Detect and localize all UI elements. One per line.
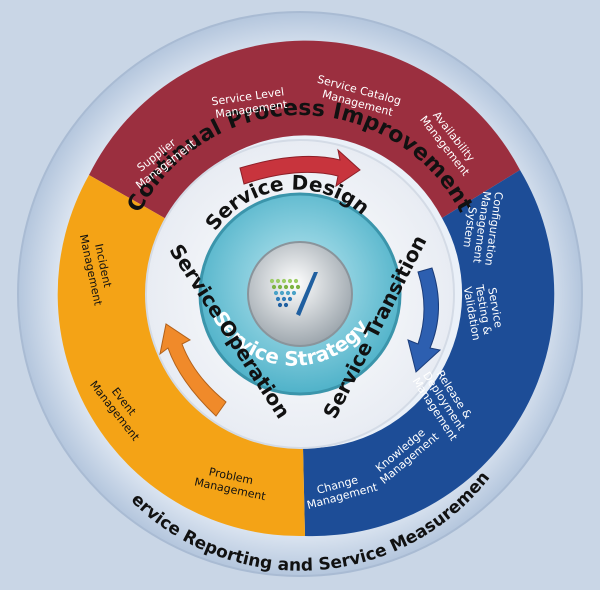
logo-dot [283,284,289,290]
logo-dot [283,302,289,308]
logo-dot [287,296,293,302]
logo-dot [291,290,297,296]
service-design-segment [89,40,520,220]
logo-dot [277,284,283,290]
logo-dot [279,290,285,296]
service-transition-segment [303,170,555,537]
center-logo-icon [269,272,318,316]
logo-dot [277,302,283,308]
logo-dot [295,284,301,290]
logo-dot [281,278,287,284]
logo-dot [269,278,275,284]
logo-dot [281,296,287,302]
logo-dot [285,290,291,296]
logo-dot [275,278,281,284]
service-operation-segment [57,175,305,537]
core-disc [247,241,353,347]
service-testing-validation-label: Service Testing & Validation [461,281,507,342]
operation-arrow-icon [159,323,227,417]
logo-dot [293,278,299,284]
logo-dot [289,284,295,290]
design-arrow-icon [239,148,361,188]
transition-arrow-icon [407,267,442,373]
logo-dot [275,296,281,302]
logo-dot [271,284,277,290]
logo-dot [287,278,293,284]
logo-check [296,272,318,316]
logo-dot [273,290,279,296]
